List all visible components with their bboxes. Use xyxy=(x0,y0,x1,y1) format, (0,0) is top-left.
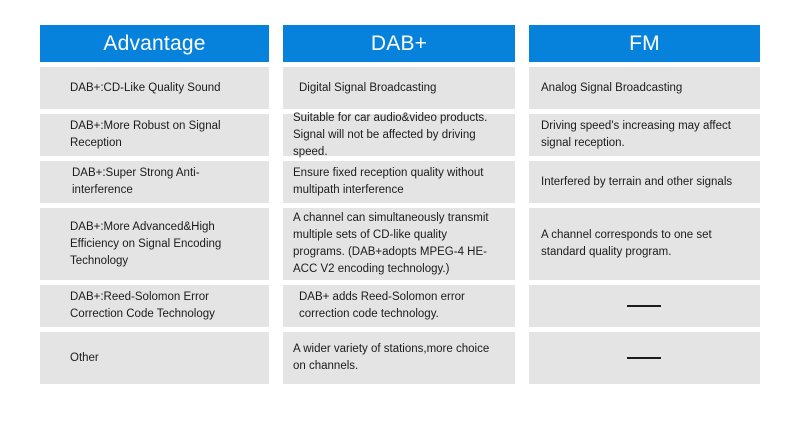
cell-dab-0-text: Digital Signal Broadcasting xyxy=(299,81,437,94)
cell-fm-5 xyxy=(529,332,760,384)
cell-advantage-1-text: DAB+:More Robust on Signal Reception xyxy=(70,120,221,149)
cell-advantage-3-text: DAB+:More Advanced&High Efficiency on Si… xyxy=(70,220,222,267)
cell-fm-3: A channel corresponds to one set standar… xyxy=(529,208,760,280)
cell-dab-2-text: Ensure fixed reception quality without m… xyxy=(293,167,484,196)
cell-dab-1: Suitable for car audio&video products. S… xyxy=(283,112,515,158)
cell-advantage-2-text: DAB+:Super Strong Anti-interference xyxy=(72,167,200,196)
column-header-fm: FM xyxy=(529,25,760,62)
cell-advantage-3: DAB+:More Advanced&High Efficiency on Si… xyxy=(40,208,269,280)
cell-fm-0: Analog Signal Broadcasting xyxy=(529,67,760,109)
column-header-dab-plus: DAB+ xyxy=(283,25,515,62)
cell-dab-5-text: A wider variety of stations,more choice … xyxy=(293,343,490,372)
cell-advantage-1: DAB+:More Robust on Signal Reception xyxy=(40,114,269,156)
cell-dab-3-text: A channel can simultaneously transmit mu… xyxy=(293,212,489,275)
column-dab-plus: DAB+ Digital Signal Broadcasting Suitabl… xyxy=(283,25,515,389)
cell-advantage-0: DAB+:CD-Like Quality Sound xyxy=(40,67,269,109)
cell-advantage-5-text: Other xyxy=(70,351,99,364)
cell-dab-3: A channel can simultaneously transmit mu… xyxy=(283,208,515,280)
comparison-table: Advantage DAB+:CD-Like Quality Sound DAB… xyxy=(40,25,766,389)
cell-fm-3-text: A channel corresponds to one set standar… xyxy=(541,229,712,258)
cell-fm-1-text: Driving speed's increasing may affect si… xyxy=(541,120,731,149)
cell-advantage-5: Other xyxy=(40,332,269,384)
cell-dab-2: Ensure fixed reception quality without m… xyxy=(283,161,515,203)
cell-dab-5: A wider variety of stations,more choice … xyxy=(283,332,515,384)
cell-dab-0: Digital Signal Broadcasting xyxy=(283,67,515,109)
em-dash-placeholder-icon xyxy=(626,357,661,359)
cell-fm-0-text: Analog Signal Broadcasting xyxy=(541,81,683,94)
cell-fm-4 xyxy=(529,285,760,327)
cell-advantage-4-text: DAB+:Reed-Solomon Error Correction Code … xyxy=(70,291,215,320)
cell-fm-2: Interfered by terrain and other signals xyxy=(529,161,760,203)
em-dash-placeholder-icon xyxy=(626,305,661,307)
column-advantage: Advantage DAB+:CD-Like Quality Sound DAB… xyxy=(40,25,269,389)
cell-dab-4-text: DAB+ adds Reed-Solomon error correction … xyxy=(299,291,465,320)
cell-fm-2-text: Interfered by terrain and other signals xyxy=(541,175,733,188)
cell-advantage-4: DAB+:Reed-Solomon Error Correction Code … xyxy=(40,285,269,327)
column-fm: FM Analog Signal Broadcasting Driving sp… xyxy=(529,25,760,389)
column-header-advantage: Advantage xyxy=(40,25,269,62)
cell-fm-1: Driving speed's increasing may affect si… xyxy=(529,114,760,156)
cell-dab-1-text: Suitable for car audio&video products. S… xyxy=(293,111,488,158)
cell-advantage-0-text: DAB+:CD-Like Quality Sound xyxy=(70,81,221,94)
cell-dab-4: DAB+ adds Reed-Solomon error correction … xyxy=(283,285,515,327)
cell-advantage-2: DAB+:Super Strong Anti-interference xyxy=(40,161,269,203)
